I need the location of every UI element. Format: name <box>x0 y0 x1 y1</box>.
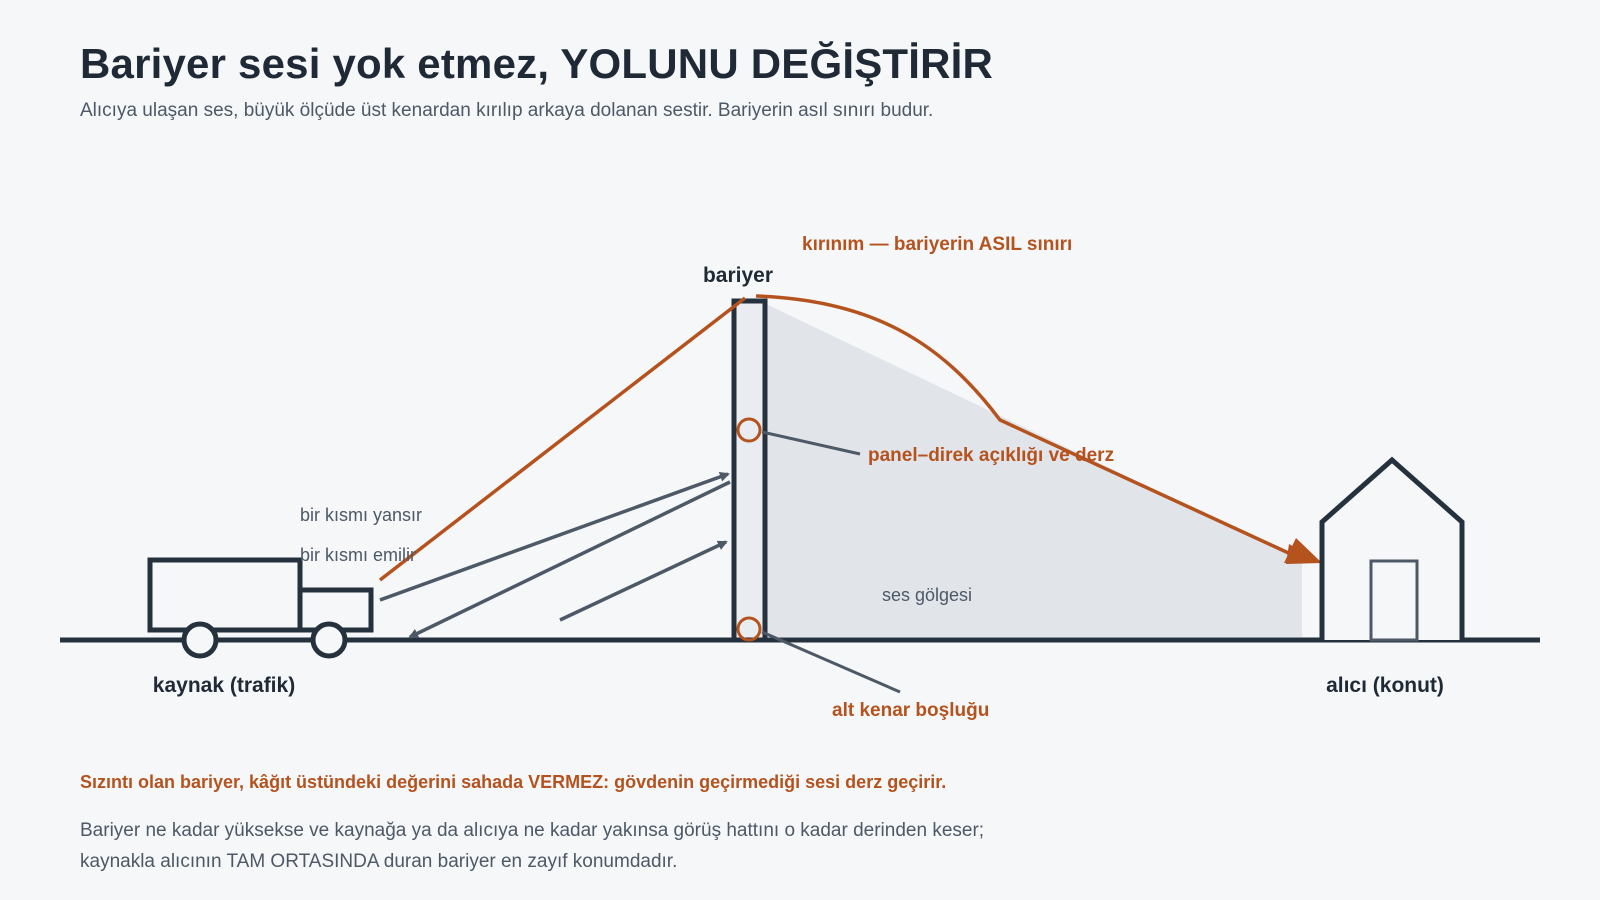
barrier-label: bariyer <box>703 264 773 287</box>
bottom-gap-leader <box>761 630 901 694</box>
bottom-gap-label: alt kenar boşluğu <box>832 700 989 721</box>
house-icon <box>1319 456 1465 642</box>
reflected-arrow <box>408 480 731 639</box>
source-label: kaynak (trafik) <box>153 674 295 697</box>
position-note-line-1: Bariyer ne kadar yüksekse ve kaynağa ya … <box>80 820 985 841</box>
truck-icon <box>147 557 374 659</box>
position-note-line-2: kaynakla alıcının TAM ORTASINDA duran ba… <box>80 851 678 872</box>
diffraction-path-up <box>378 296 747 582</box>
position-note: Bariyer ne kadar yüksekse ve kaynağa ya … <box>80 815 984 877</box>
diffraction-label: kırınım — bariyerin ASIL sınırı <box>802 234 1072 255</box>
incident-arrow-lower <box>559 540 728 622</box>
diffraction-path-down <box>755 294 1296 558</box>
leak-warning: Sızıntı olan bariyer, kâğıt üstündeki de… <box>80 772 947 792</box>
panel-gap-leader <box>761 430 861 456</box>
shadow-label: ses gölgesi <box>882 585 972 605</box>
reflect-label: bir kısmı yansır <box>300 505 422 525</box>
panel-gap-marker <box>736 417 762 443</box>
barrier-wall <box>731 298 768 643</box>
diffraction-arrowhead-fill <box>1284 538 1322 563</box>
shadow-zone <box>766 304 1302 637</box>
receiver-label: alıcı (konut) <box>1326 674 1444 697</box>
page-title: Bariyer sesi yok etmez, YOLUNU DEĞİŞTİRİ… <box>80 40 994 87</box>
absorb-label: bir kısmı emilir <box>300 545 416 565</box>
incident-arrow-upper <box>379 472 730 602</box>
page-subtitle: Alıcıya ulaşan ses, büyük ölçüde üst ken… <box>80 100 934 121</box>
panel-gap-label: panel–direk açıklığı ve derz <box>868 445 1114 466</box>
bottom-gap-marker <box>736 616 762 642</box>
